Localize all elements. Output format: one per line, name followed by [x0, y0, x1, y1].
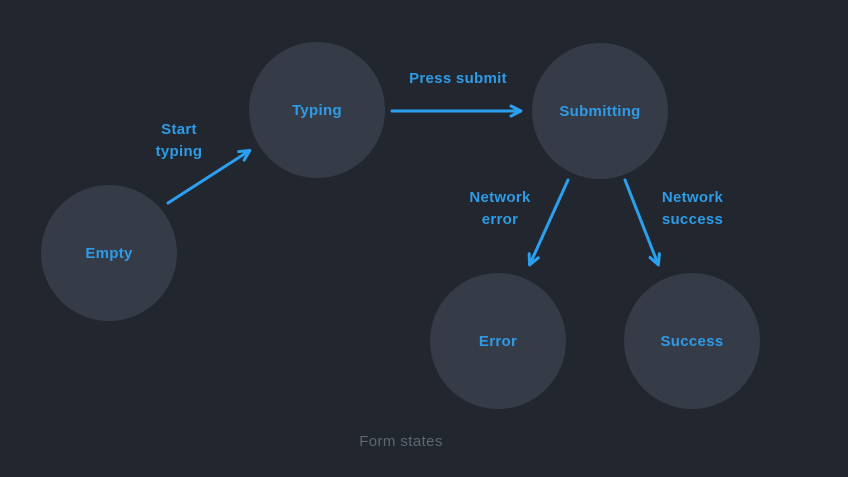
state-label-success: Success: [660, 332, 724, 350]
state-node-submitting: Submitting: [532, 43, 668, 179]
state-node-success: Success: [624, 273, 760, 409]
state-node-typing: Typing: [249, 42, 385, 178]
transition-label-network-success: Network success: [661, 189, 724, 228]
state-label-submitting: Submitting: [559, 102, 641, 120]
transition-label-start-typing: Start typing: [155, 121, 203, 160]
transition-label-network-error: Network error: [469, 189, 531, 228]
transition-label-press-submit: Press submit: [409, 70, 507, 87]
state-label-typing: Typing: [292, 101, 342, 119]
state-label-error: Error: [478, 332, 518, 350]
state-node-empty: Empty: [41, 185, 177, 321]
diagram-caption: Form states: [359, 433, 443, 450]
state-node-error: Error: [430, 273, 566, 409]
state-label-empty: Empty: [85, 244, 133, 262]
